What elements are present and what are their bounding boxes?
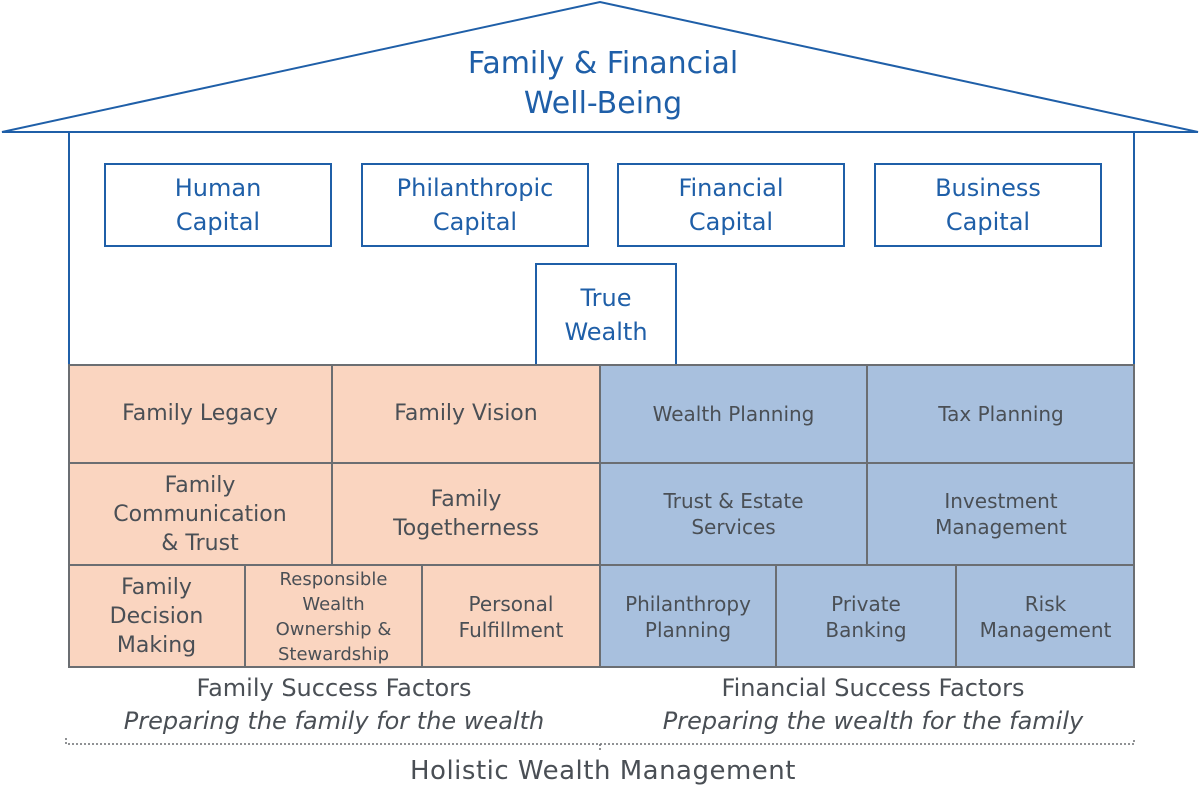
personal-fulfillment-line1: Personal	[468, 591, 554, 616]
family-vision-cell: Family Vision	[332, 364, 600, 463]
responsible-wealth-line2: Wealth	[302, 593, 365, 615]
human-capital-line2: Capital	[175, 208, 261, 236]
risk-management-line2: Management	[979, 617, 1112, 642]
family-decision-line1: Family	[121, 575, 192, 600]
responsible-wealth-line1: Responsible	[279, 568, 388, 590]
investment-management-line1: Investment	[944, 489, 1058, 513]
risk-management-cell: Risk Management	[956, 565, 1135, 668]
responsible-wealth-cell: Responsible Wealth Ownership & Stewardsh…	[245, 565, 422, 668]
wealth-planning-cell: Wealth Planning	[600, 364, 867, 463]
family-togetherness-line1: Family	[430, 487, 502, 512]
business-capital-line2: Capital	[945, 208, 1031, 236]
philanthropy-planning-cell: Philanthropy Planning	[600, 565, 776, 668]
true-wealth-line2: Wealth	[564, 317, 648, 346]
family-legacy-label: Family Legacy	[122, 401, 278, 426]
family-togetherness-line2: Togetherness	[393, 516, 539, 541]
private-banking-line2: Banking	[825, 617, 907, 642]
family-vision-label: Family Vision	[394, 401, 538, 426]
family-communication-line3: & Trust	[161, 530, 239, 556]
personal-fulfillment-cell: Personal Fulfillment	[422, 565, 600, 668]
responsible-wealth-line3: Ownership &	[275, 618, 392, 640]
family-decision-line3: Making	[116, 633, 197, 658]
philanthropic-capital-line2: Capital	[432, 208, 518, 236]
financial-capital-line1: Financial	[678, 174, 784, 202]
family-communication-cell: Family Communication & Trust	[68, 463, 332, 565]
house-roof	[1, 0, 1199, 133]
tax-planning-cell: Tax Planning	[867, 364, 1135, 463]
roof-title: Family & Financial Well-Being	[300, 44, 906, 124]
trust-estate-line1: Trust & Estate	[663, 489, 804, 513]
human-capital-line1: Human	[174, 174, 262, 202]
holistic-wealth-management-label: Holistic Wealth Management	[410, 756, 796, 786]
investment-management-line2: Management	[935, 515, 1067, 539]
philanthropy-planning-line1: Philanthropy	[625, 591, 751, 616]
family-communication-line2: Communication	[113, 501, 287, 527]
house-walls	[68, 133, 1135, 365]
financial-success-factors-subtitle: Preparing the wealth for the family	[662, 707, 1084, 735]
family-success-factors-title: Family Success Factors	[196, 674, 472, 702]
wealth-planning-label: Wealth Planning	[652, 401, 815, 426]
responsible-wealth-line4: Stewardship	[277, 643, 390, 665]
risk-management-line1: Risk	[1024, 591, 1067, 616]
financial-capital-line2: Capital	[688, 208, 774, 236]
family-decision-line2: Decision	[109, 604, 204, 629]
family-decision-making-cell: Family Decision Making	[68, 565, 245, 668]
family-legacy-cell: Family Legacy	[68, 364, 332, 463]
trust-estate-line2: Services	[691, 515, 776, 539]
private-banking-line1: Private	[831, 591, 901, 616]
holistic-bracket	[65, 738, 1135, 750]
investment-management-cell: Investment Management	[867, 463, 1135, 565]
philanthropy-planning-line2: Planning	[644, 617, 732, 642]
true-wealth-line1: True	[580, 283, 632, 312]
family-communication-line1: Family	[164, 472, 236, 498]
philanthropic-capital-line1: Philanthropic	[396, 174, 554, 202]
family-togetherness-cell: Family Togetherness	[332, 463, 600, 565]
trust-estate-cell: Trust & Estate Services	[600, 463, 867, 565]
roof-title-line1: Family & Financial	[467, 46, 739, 81]
family-success-factors-subtitle: Preparing the family for the wealth	[123, 707, 545, 735]
personal-fulfillment-line2: Fulfillment	[458, 617, 564, 642]
business-capital-line1: Business	[935, 174, 1041, 202]
roof-title-line2: Well-Being	[523, 86, 683, 121]
tax-planning-label: Tax Planning	[938, 402, 1064, 426]
financial-success-factors-title: Financial Success Factors	[721, 674, 1025, 702]
private-banking-cell: Private Banking	[776, 565, 956, 668]
